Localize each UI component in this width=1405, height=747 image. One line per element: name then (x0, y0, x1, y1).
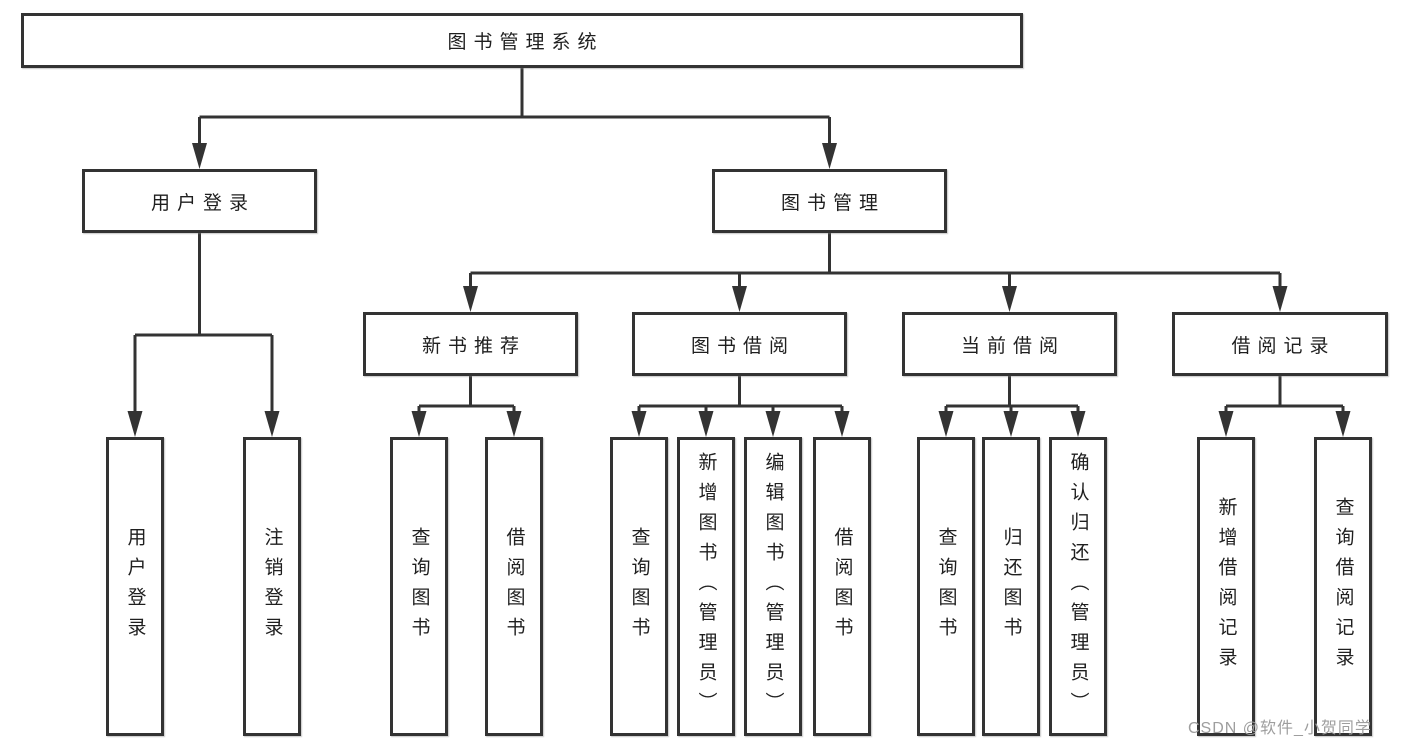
leaf-query-books-current-label: 查询图书 (935, 526, 957, 647)
node-book-borrowing: 图书借阅 (632, 312, 847, 376)
leaf-query-books-borrowing: 查询图书 (610, 437, 668, 736)
node-library-management-system-label: 图书管理系统 (447, 32, 604, 53)
leaf-confirm-return-admin: 确认归还（管理员） (1049, 437, 1107, 736)
leaf-borrow-books: 借阅图书 (813, 437, 871, 736)
leaf-query-books-recommend: 查询图书 (390, 437, 448, 736)
node-new-book-recommend-label: 新书推荐 (421, 335, 526, 357)
node-borrowing-records-label: 借阅记录 (1231, 335, 1336, 357)
leaf-add-borrowing-record: 新增借阅记录 (1197, 437, 1255, 736)
leaf-edit-books-admin-label: 编辑图书（管理员） (762, 451, 784, 722)
node-new-book-recommend: 新书推荐 (363, 312, 578, 376)
leaf-borrow-books-recommend-label: 借阅图书 (503, 526, 525, 647)
arrowheads (127, 143, 1351, 437)
leaf-add-books-admin-label: 新增图书（管理员） (695, 451, 717, 722)
node-user-login-label: 用户登录 (150, 192, 255, 214)
watermark-text: CSDN @软件_小贺同学 (1188, 720, 1372, 737)
leaf-confirm-return-admin-label: 确认归还（管理员） (1067, 451, 1089, 722)
leaf-user-login-label: 用户登录 (124, 526, 146, 647)
node-borrowing-records: 借阅记录 (1172, 312, 1388, 376)
leaf-logout: 注销登录 (243, 437, 301, 736)
leaf-query-borrowing-record-label: 查询借阅记录 (1332, 496, 1354, 677)
leaf-return-books-label: 归还图书 (1000, 526, 1022, 647)
node-book-management-label: 图书管理 (780, 192, 885, 214)
leaf-return-books: 归还图书 (982, 437, 1040, 736)
node-book-borrowing-label: 图书借阅 (690, 335, 795, 357)
leaf-query-books-borrowing-label: 查询图书 (628, 526, 650, 647)
leaf-borrow-books-recommend: 借阅图书 (485, 437, 543, 736)
node-library-management-system: 图书管理系统 (21, 13, 1023, 68)
leaf-borrow-books-label: 借阅图书 (831, 526, 853, 647)
leaf-add-borrowing-record-label: 新增借阅记录 (1215, 496, 1237, 677)
node-book-management: 图书管理 (712, 169, 947, 233)
leaf-query-books-current: 查询图书 (917, 437, 975, 736)
leaf-query-books-recommend-label: 查询图书 (408, 526, 430, 647)
leaf-edit-books-admin: 编辑图书（管理员） (744, 437, 802, 736)
leaf-query-borrowing-record: 查询借阅记录 (1314, 437, 1372, 736)
node-current-borrowing: 当前借阅 (902, 312, 1117, 376)
leaf-user-login: 用户登录 (106, 437, 164, 736)
leaf-logout-label: 注销登录 (261, 526, 283, 647)
node-current-borrowing-label: 当前借阅 (960, 335, 1065, 357)
leaf-add-books-admin: 新增图书（管理员） (677, 437, 735, 736)
node-user-login: 用户登录 (82, 169, 317, 233)
